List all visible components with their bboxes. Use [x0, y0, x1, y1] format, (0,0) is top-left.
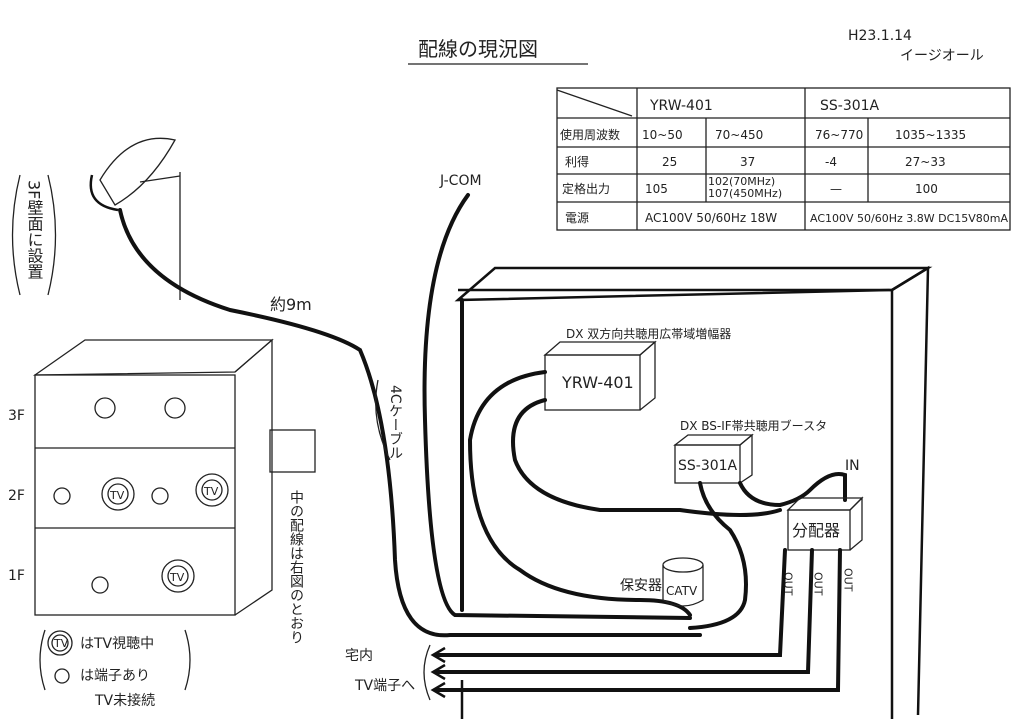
protector-label: 保安器 [620, 578, 662, 594]
svg-text:SS-301A: SS-301A [678, 458, 738, 474]
table-cell: — [830, 182, 842, 196]
satellite-antenna [89, 137, 181, 300]
author: イージオール [900, 48, 984, 64]
booster-ss301a: SS-301A [673, 433, 754, 484]
distance-label: 約9m [270, 295, 312, 314]
svg-text:TV: TV [53, 637, 69, 650]
svg-text:はTV視聴中: はTV視聴中 [80, 636, 154, 652]
amplifier-yrw401: YRW-401 [543, 340, 657, 411]
table-cell: 102(70MHz) 107(450MHz) [708, 176, 783, 200]
svg-text:TV未接続: TV未接続 [94, 692, 155, 709]
booster-cable-2 [738, 472, 847, 508]
svg-text:TV: TV [169, 571, 185, 584]
splitter-out-3: OUT [842, 568, 855, 592]
arrow-bracket [423, 644, 431, 701]
date: H23.1.14 [848, 28, 912, 44]
table-cell: 27~33 [905, 155, 946, 169]
svg-text:YRW-401: YRW-401 [561, 373, 634, 392]
table-cell: 76~770 [815, 128, 863, 142]
amplifier-description: DX 双方向共聴用広帯域増幅器 [566, 326, 731, 341]
antenna-cable [118, 208, 702, 638]
booster-description: DX BS-IF帯共聴用ブースタ [680, 418, 827, 433]
svg-text:3F壁面に設置: 3F壁面に設置 [25, 180, 44, 279]
table-cell: 100 [915, 182, 938, 196]
svg-text:CATV: CATV [666, 584, 698, 598]
svg-text:分配器: 分配器 [792, 521, 840, 540]
amplifier-cable-1 [467, 370, 692, 617]
home-terminal-label-2: TV端子へ [354, 678, 415, 694]
svg-text:TV: TV [203, 485, 219, 498]
legend: TV はTV視聴中 は端子あり TV未接続 [39, 629, 191, 709]
diagram-title: 配線の現況図 [418, 37, 538, 61]
splitter-in-label: IN [845, 458, 860, 474]
table-cell: 70~450 [715, 128, 763, 142]
booster-cable-1 [688, 481, 748, 630]
building: TV TV TV [32, 338, 274, 616]
wall-box [269, 429, 316, 473]
table-cell: 25 [662, 155, 677, 169]
table-cell: 105 [645, 182, 668, 196]
table-cell: AC100V 50/60Hz 3.8W DC15V80mA [810, 212, 1009, 225]
inner-note: 中の配線は右図のとおり [288, 490, 304, 644]
output-cable-3 [433, 548, 842, 692]
spec-table: YRW-401 SS-301A 使用周波数 10~50 70~450 76~77… [556, 87, 1011, 231]
floor-2f: 2F [8, 488, 25, 504]
jcom-label: J-COM [439, 173, 482, 189]
row-label: 使用周波数 [560, 127, 620, 142]
floor-1f: 1F [8, 568, 25, 584]
cabinet [454, 265, 933, 719]
row-label: 利得 [565, 154, 589, 169]
table-cell: 1035~1335 [895, 128, 966, 142]
header-yrw401: YRW-401 [649, 98, 713, 114]
svg-text:は端子あり: は端子あり [80, 668, 150, 684]
table-cell-wrap: 102(70MHz) 107(450MHz) [708, 176, 783, 200]
table-cell: AC100V 50/60Hz 18W [645, 211, 777, 225]
table-cell: 10~50 [642, 128, 683, 142]
row-label: 定格出力 [562, 181, 610, 196]
table-cell: 37 [740, 155, 755, 169]
output-cable-2 [433, 548, 814, 674]
catv-protector: CATV [662, 557, 704, 607]
antenna-note: 3F壁面に設置 [11, 174, 57, 296]
svg-text:TV: TV [109, 489, 125, 502]
home-terminal-label-1: 宅内 [345, 648, 373, 664]
output-cable-1 [433, 548, 787, 657]
row-label: 電源 [565, 211, 589, 225]
jcom-cable [422, 193, 692, 620]
arrow-heads [430, 646, 446, 699]
amplifier-cable-2 [511, 398, 782, 517]
svg-text:4Cケーブル: 4Cケーブル [387, 385, 403, 460]
table-cell: -4 [825, 155, 837, 169]
splitter: 分配器 [786, 496, 864, 551]
cable-label: 4Cケーブル [375, 379, 403, 461]
floor-3f: 3F [8, 408, 25, 424]
splitter-out-2: OUT [812, 572, 825, 596]
header-ss301a: SS-301A [820, 98, 880, 114]
